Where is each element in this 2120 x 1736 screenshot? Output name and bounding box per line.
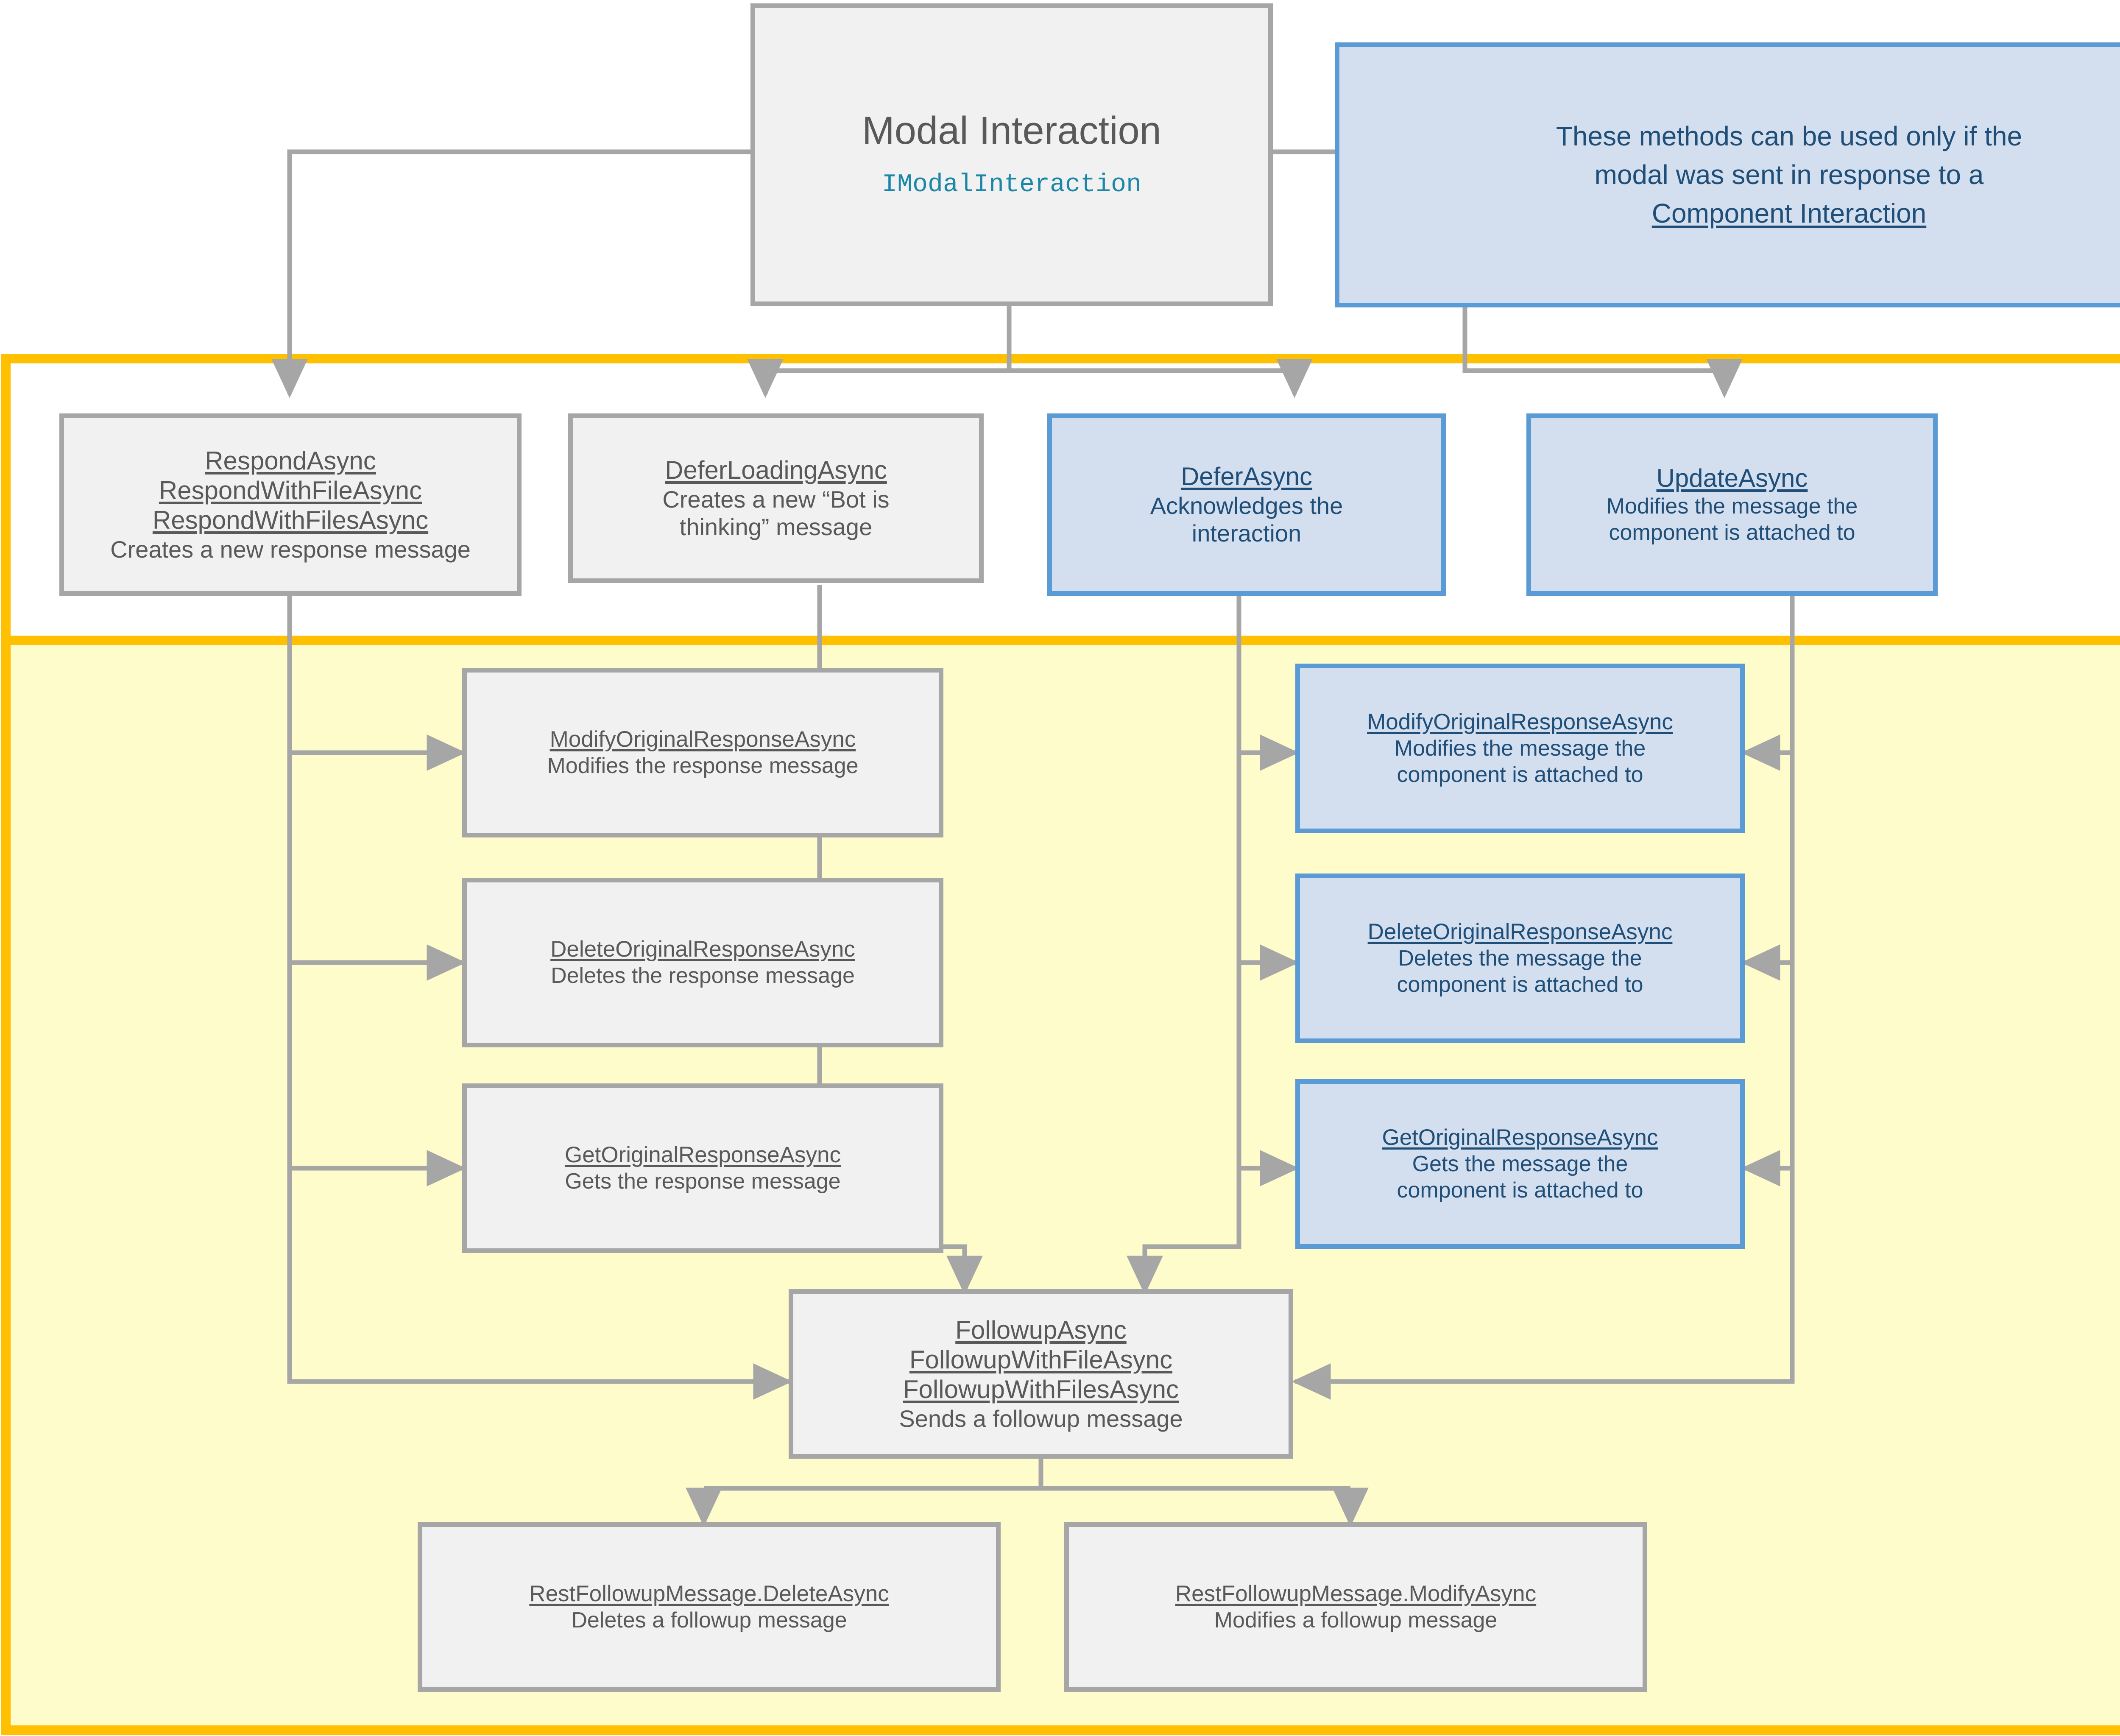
node-get-original-response-async[interactable]: GetOriginalResponseAsync Gets the respon… — [462, 1083, 943, 1253]
node-rest-followup-message-modify-async-desc: Modifies a followup message — [1214, 1608, 1498, 1633]
node-rest-followup-message-modify-async[interactable]: RestFollowupMessage.ModifyAsync Modifies… — [1064, 1522, 1647, 1692]
root-interface-name: IModalInteraction — [881, 170, 1142, 200]
connector-update-rail — [1292, 585, 1795, 1400]
node-delete-original-response-async-component-desc-1: Deletes the message the — [1398, 946, 1642, 971]
node-rest-followup-message-delete-async[interactable]: RestFollowupMessage.DeleteAsync Deletes … — [418, 1522, 1001, 1692]
root-title: Modal Interaction — [862, 109, 1161, 152]
node-get-original-response-async-title: GetOriginalResponseAsync — [564, 1142, 841, 1167]
legend-followup-gray-line-1: Can be used multiple times during — [1836, 762, 2120, 792]
node-modify-original-response-async-component[interactable]: ModifyOriginalResponseAsync Modifies the… — [1295, 664, 1745, 833]
followup-section-frame — [1, 636, 2120, 1735]
connector-respond-rail — [287, 585, 792, 1400]
connector-defer-rail — [1127, 585, 1241, 1295]
node-respond-async-title-3: RespondWithFilesAsync — [152, 506, 429, 535]
callout-line-2: modal was sent in response to a — [1594, 159, 1984, 190]
node-defer-loading-async-desc-1: Creates a new “Bot is — [662, 486, 890, 513]
node-get-original-response-async-desc: Gets the response message — [565, 1169, 841, 1194]
legend-followup-title: Followup methods — [1836, 669, 2120, 703]
node-update-async-desc-1: Modifies the message the — [1606, 494, 1858, 519]
node-respond-async-desc-1: Creates a new response message — [110, 536, 471, 563]
node-defer-loading-async[interactable]: DeferLoadingAsync Creates a new “Bot is … — [568, 413, 984, 583]
callout-line-1: These methods can be used only if the — [1556, 121, 2022, 152]
node-respond-async-title-2: RespondWithFileAsync — [159, 476, 422, 505]
root-node-modal-interaction[interactable]: Modal Interaction IModalInteraction — [750, 3, 1273, 306]
node-get-original-response-async-component-desc-2: component is attached to — [1397, 1178, 1643, 1203]
node-update-async[interactable]: UpdateAsync Modifies the message the com… — [1526, 413, 1938, 596]
node-delete-original-response-async-component-title: DeleteOriginalResponseAsync — [1367, 919, 1673, 944]
node-delete-original-response-async-component-desc-2: component is attached to — [1397, 972, 1643, 997]
node-modify-original-response-async-title: ModifyOriginalResponseAsync — [550, 726, 856, 752]
node-rest-followup-message-modify-async-title: RestFollowupMessage.ModifyAsync — [1175, 1581, 1537, 1606]
node-delete-original-response-async-title: DeleteOriginalResponseAsync — [550, 936, 855, 962]
callout-component-interaction-note: These methods can be used only if the mo… — [1335, 42, 2120, 307]
legend-followup-gray-line-2: interaction token’s lifetime — [1836, 792, 2120, 821]
node-defer-async[interactable]: DeferAsync Acknowledges the interaction — [1047, 413, 1446, 596]
node-rest-followup-message-delete-async-title: RestFollowupMessage.DeleteAsync — [529, 1581, 889, 1606]
connector-root-to-respond — [271, 149, 750, 398]
legend-followup-gold-line-2: after sending an initial response — [1836, 733, 2120, 762]
legend-followup: Followup methods Can be used in 15 minut… — [1836, 669, 2120, 821]
node-update-async-title-1: UpdateAsync — [1656, 463, 1808, 492]
node-delete-original-response-async-desc: Deletes the response message — [551, 963, 855, 988]
node-defer-loading-async-desc-2: thinking” message — [679, 514, 873, 541]
node-defer-async-desc-2: interaction — [1191, 520, 1302, 547]
node-modify-original-response-async-component-desc-2: component is attached to — [1397, 762, 1643, 787]
node-defer-async-desc-1: Acknowledges the — [1150, 492, 1343, 519]
node-followup-async-title-1: FollowupAsync — [955, 1315, 1127, 1344]
node-modify-original-response-async-component-title: ModifyOriginalResponseAsync — [1367, 709, 1673, 734]
node-defer-loading-async-title-1: DeferLoadingAsync — [665, 456, 887, 485]
node-defer-async-title-1: DeferAsync — [1180, 462, 1313, 491]
node-get-original-response-async-component-title: GetOriginalResponseAsync — [1382, 1125, 1658, 1150]
node-modify-original-response-async[interactable]: ModifyOriginalResponseAsync Modifies the… — [462, 668, 943, 837]
node-followup-async-title-3: FollowupWithFilesAsync — [903, 1375, 1179, 1404]
node-get-original-response-async-component-desc-1: Gets the message the — [1412, 1151, 1628, 1176]
node-modify-original-response-async-component-desc-1: Modifies the message the — [1394, 736, 1646, 761]
node-rest-followup-message-delete-async-desc: Deletes a followup message — [571, 1608, 847, 1633]
node-followup-async[interactable]: FollowupAsync FollowupWithFileAsync Foll… — [789, 1289, 1293, 1459]
node-respond-async-title-1: RespondAsync — [205, 446, 376, 475]
node-update-async-desc-2: component is attached to — [1609, 520, 1855, 545]
node-get-original-response-async-component[interactable]: GetOriginalResponseAsync Gets the messag… — [1295, 1079, 1745, 1249]
node-followup-async-title-2: FollowupWithFileAsync — [909, 1345, 1173, 1374]
node-respond-async[interactable]: RespondAsync RespondWithFileAsync Respon… — [59, 413, 522, 596]
legend-followup-gold-line-1: Can be used in 15 minutes — [1836, 703, 2120, 733]
callout-link-component-interaction[interactable]: Component Interaction — [1651, 198, 1927, 229]
node-delete-original-response-async[interactable]: DeleteOriginalResponseAsync Deletes the … — [462, 878, 943, 1047]
node-followup-async-desc-1: Sends a followup message — [899, 1405, 1183, 1432]
node-delete-original-response-async-component[interactable]: DeleteOriginalResponseAsync Deletes the … — [1295, 874, 1745, 1043]
node-modify-original-response-async-desc: Modifies the response message — [547, 753, 859, 778]
